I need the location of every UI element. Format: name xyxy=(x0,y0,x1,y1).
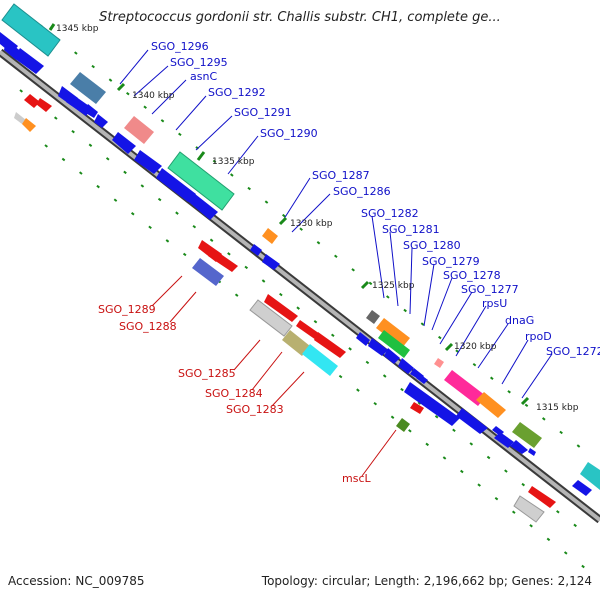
gene-block-1288[interactable] xyxy=(249,299,293,337)
gene-block-rpsU[interactable] xyxy=(434,358,444,368)
length-value: 2,196,662 bp xyxy=(423,574,504,588)
accession-value: NC_009785 xyxy=(75,574,145,588)
forward-strand-features xyxy=(1,3,600,490)
position-label: 1340 kbp xyxy=(132,91,175,101)
gene-label-rpsU[interactable]: rpsU xyxy=(482,297,507,310)
genes-value: 2,124 xyxy=(557,574,592,588)
gene-label-rpoD[interactable]: rpoD xyxy=(525,330,552,343)
position-label: 1325 kbp xyxy=(372,281,415,291)
position-label: 1320 kbp xyxy=(454,342,497,352)
gene-label-SGO_1278[interactable]: SGO_1278 xyxy=(443,269,501,282)
gene-block-rpoD[interactable] xyxy=(476,392,506,418)
gene-block-1282-c[interactable] xyxy=(378,330,410,358)
position-label: 1335 kbp xyxy=(212,157,255,167)
reverse-cds-arrows xyxy=(24,94,556,508)
gene-block-asnC[interactable] xyxy=(124,116,154,144)
gene-label-SGO_1286[interactable]: SGO_1286 xyxy=(333,185,391,198)
gene-label-SGO_1291[interactable]: SGO_1291 xyxy=(234,106,292,119)
position-label: 1345 kbp xyxy=(56,24,99,34)
reverse-gene-labels: SGO_1289 SGO_1288 SGO_1285 SGO_1284 SGO_… xyxy=(98,303,371,485)
gene-label-SGO_1282[interactable]: SGO_1282 xyxy=(361,207,419,220)
gene-label-SGO_1285[interactable]: SGO_1285 xyxy=(178,367,236,380)
position-label: 1315 kbp xyxy=(536,403,579,413)
gene-label-SGO_1280[interactable]: SGO_1280 xyxy=(403,239,461,252)
gene-label-SGO_1295[interactable]: SGO_1295 xyxy=(170,56,228,69)
genes-label: Genes: xyxy=(511,574,554,588)
map-title: Streptococcus gordonii str. Challis subs… xyxy=(99,10,501,25)
forward-gene-labels: SGO_1296 SGO_1295 asnC SGO_1292 SGO_1291… xyxy=(151,40,600,358)
gene-block-mscL[interactable] xyxy=(396,418,410,432)
forward-cds-arrows xyxy=(0,32,592,496)
position-label: 1330 kbp xyxy=(290,219,333,229)
position-labels: 1345 kbp 1340 kbp 1335 kbp 1330 kbp 1325… xyxy=(56,24,579,413)
gene-label-SGO_1289[interactable]: SGO_1289 xyxy=(98,303,156,316)
gene-block-1284[interactable] xyxy=(282,330,310,356)
gene-block-edge-b[interactable] xyxy=(22,118,36,132)
gene-label-SGO_1277[interactable]: SGO_1277 xyxy=(461,283,519,296)
gene-block-dnaG[interactable] xyxy=(444,370,486,406)
position-ticks xyxy=(48,23,530,406)
gene-label-dnaG[interactable]: dnaG xyxy=(505,314,534,327)
gene-block-1283[interactable] xyxy=(302,344,338,376)
reverse-strand-features xyxy=(14,112,545,523)
gene-block-1282-a[interactable] xyxy=(366,310,380,324)
rrna-block-1345[interactable] xyxy=(1,3,61,57)
gene-label-SGO_1279[interactable]: SGO_1279 xyxy=(422,255,480,268)
gene-label-SGO_1281[interactable]: SGO_1281 xyxy=(382,223,440,236)
accession-info: Accession:NC_009785 xyxy=(8,574,145,588)
gene-label-asnC[interactable]: asnC xyxy=(190,70,217,83)
topology-value: circular xyxy=(321,574,367,588)
rrna-block-1292[interactable] xyxy=(167,151,235,211)
rrna-block-edge[interactable] xyxy=(580,462,600,490)
gene-block-edge-a[interactable] xyxy=(14,112,26,124)
gene-block-1282-b[interactable] xyxy=(376,318,410,348)
gene-block-1286[interactable] xyxy=(262,228,278,244)
gene-label-SGO_1272[interactable]: SGO_1272 xyxy=(546,345,600,358)
gene-label-SGO_1284[interactable]: SGO_1284 xyxy=(205,387,263,400)
genome-stats: Topology:circular; Length:2,196,662 bp; … xyxy=(261,574,592,588)
gene-label-SGO_1292[interactable]: SGO_1292 xyxy=(208,86,266,99)
gene-label-SGO_1287[interactable]: SGO_1287 xyxy=(312,169,370,182)
gene-block-1272[interactable] xyxy=(512,422,542,448)
topology-label: Topology: xyxy=(261,574,318,588)
gene-label-SGO_1283[interactable]: SGO_1283 xyxy=(226,403,284,416)
length-label: Length: xyxy=(374,574,420,588)
gene-label-SGO_1290[interactable]: SGO_1290 xyxy=(260,127,318,140)
gene-label-SGO_1296[interactable]: SGO_1296 xyxy=(151,40,209,53)
gene-label-mscL[interactable]: mscL xyxy=(342,472,371,485)
gene-block-1289[interactable] xyxy=(192,258,224,286)
gene-block-edge-c[interactable] xyxy=(513,495,545,523)
gene-block-1296[interactable] xyxy=(70,72,106,104)
callout-lines xyxy=(119,49,553,477)
gene-label-SGO_1288[interactable]: SGO_1288 xyxy=(119,320,177,333)
accession-label: Accession: xyxy=(8,574,72,588)
